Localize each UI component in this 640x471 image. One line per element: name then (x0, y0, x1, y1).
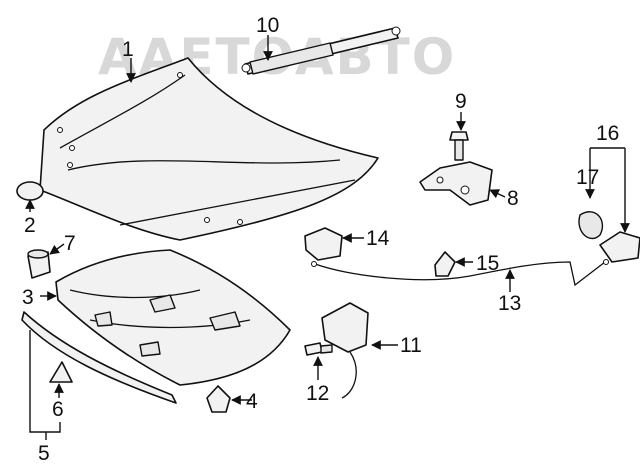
callout-11: 11 (400, 334, 422, 357)
callout-16: 16 (596, 122, 619, 145)
seal-clip (49, 361, 73, 383)
callout-15: 15 (476, 252, 499, 275)
hood-grommet (16, 181, 44, 201)
hood-latch (321, 302, 369, 399)
latch-bolt (304, 342, 333, 356)
callout-12: 12 (306, 382, 329, 405)
callout-4: 4 (246, 390, 258, 413)
callout-7: 7 (64, 232, 76, 255)
hood-cushion (27, 249, 51, 279)
callout-5: 5 (38, 442, 50, 465)
hood-seal (21, 311, 177, 404)
hood-hinge (419, 161, 493, 206)
release-cable (311, 259, 609, 287)
callout-3: 3 (22, 286, 34, 309)
callout-14: 14 (366, 227, 390, 250)
callout-17: 17 (576, 166, 599, 189)
hood-support-strut (241, 26, 401, 75)
hood-panel (39, 57, 379, 241)
release-handle (599, 231, 640, 263)
callout-9: 9 (455, 90, 467, 113)
callout-10: 10 (256, 14, 279, 37)
callout-8: 8 (507, 187, 519, 210)
cable-clip (304, 227, 343, 261)
callout-1: 1 (122, 38, 134, 61)
callout-2: 2 (24, 214, 36, 237)
push-clip (206, 385, 231, 413)
release-spring (578, 211, 604, 240)
cable-retainer (434, 251, 456, 277)
callout-6: 6 (52, 398, 64, 421)
hood-insulator (55, 249, 291, 386)
hinge-bolt (449, 131, 469, 161)
callout-13: 13 (498, 292, 521, 315)
